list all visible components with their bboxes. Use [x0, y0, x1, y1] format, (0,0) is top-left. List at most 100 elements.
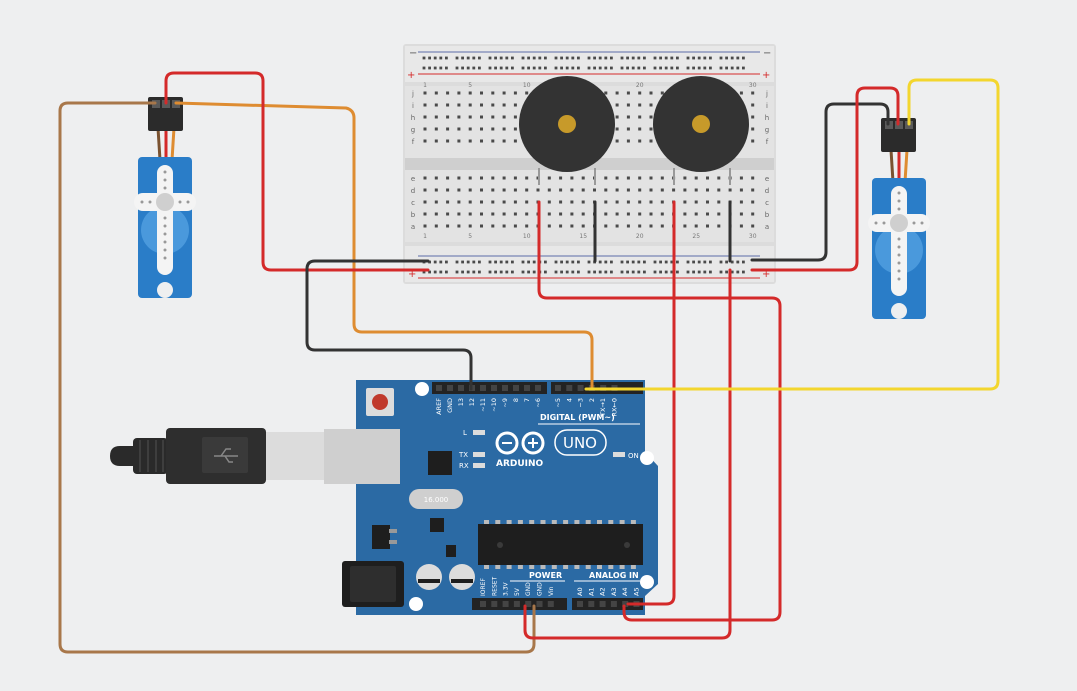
chip-pin	[517, 520, 523, 524]
digital-pin[interactable]	[447, 385, 453, 391]
breadboard-hole	[502, 212, 506, 216]
rail-minus-label-tl: −	[409, 48, 417, 59]
power-pin[interactable]	[502, 601, 509, 607]
digital-pin[interactable]	[513, 385, 519, 391]
wire-left-servo-signal[interactable]	[174, 101, 594, 391]
power-pin-label: Vin	[548, 586, 555, 596]
breadboard-hole	[694, 188, 698, 192]
analog-pin-label: A2	[599, 587, 607, 596]
rail-hole	[604, 66, 608, 70]
regulator-pin	[389, 540, 397, 544]
led-rx-label: RX	[459, 462, 469, 470]
rail-hole	[593, 56, 596, 60]
usb-chip	[428, 451, 452, 475]
digital-pin[interactable]	[535, 385, 541, 391]
digital-pin[interactable]	[502, 385, 508, 391]
servo-motor-left[interactable]	[134, 97, 196, 298]
power-pin[interactable]	[536, 601, 543, 607]
rail-hole	[676, 270, 679, 274]
analog-pin[interactable]	[622, 601, 629, 607]
digital-pin[interactable]	[566, 385, 573, 391]
rail-hole	[422, 270, 426, 274]
breadboard-hole	[480, 200, 483, 204]
breadboard-hole	[694, 224, 698, 228]
breadboard-row-letter: b	[765, 211, 770, 219]
rail-hole	[587, 56, 591, 60]
digital-pin-label: 12	[468, 398, 476, 406]
power-pin[interactable]	[525, 601, 532, 607]
rail-hole	[565, 56, 569, 60]
breadboard-hole	[717, 224, 721, 228]
chip-pin	[574, 565, 580, 569]
wire-buzzer2-to-arduino[interactable]	[626, 200, 676, 606]
rail-hole	[653, 270, 657, 274]
chip-pin	[608, 565, 614, 569]
breadboard-hole	[446, 115, 450, 119]
rail-hole	[472, 66, 476, 70]
chip-pin	[484, 520, 489, 524]
power-pin[interactable]	[513, 601, 520, 607]
wire-left-servo-power[interactable]	[164, 71, 430, 272]
rail-hole	[670, 270, 674, 274]
analog-pin[interactable]	[599, 601, 606, 607]
usb-b-port[interactable]	[324, 429, 400, 484]
rail-hole	[659, 260, 662, 264]
wire-right-servo-power[interactable]	[750, 86, 900, 272]
piezo-buzzer-1[interactable]	[519, 76, 615, 185]
breadboard-hole	[626, 127, 630, 131]
wire-right-servo-signal[interactable]	[584, 78, 1000, 391]
rail-hole	[544, 260, 547, 264]
rail-hole	[676, 56, 679, 60]
reset-button-cap[interactable]	[372, 394, 388, 410]
power-pin[interactable]	[480, 601, 486, 607]
analog-pin[interactable]	[577, 601, 583, 607]
wire-5v-to-breadboard[interactable]	[523, 268, 732, 640]
breadboard-hole	[638, 200, 642, 204]
rail-hole	[428, 66, 431, 70]
digital-pin[interactable]	[491, 385, 497, 391]
rail-hole	[433, 270, 437, 274]
breadboard-hole	[739, 212, 743, 216]
wire-buzzer1-to-arduino[interactable]	[537, 200, 782, 622]
wire-right-servo-ground[interactable]	[750, 102, 890, 262]
digital-pin[interactable]	[577, 385, 584, 391]
rail-hole	[593, 66, 596, 70]
chip-pin	[551, 565, 557, 569]
analog-pin[interactable]	[588, 601, 595, 607]
breadboard-hole	[615, 200, 619, 204]
piezo-buzzer-2[interactable]	[653, 76, 749, 185]
wire-breadboard-ground-to-arduino[interactable]	[305, 259, 473, 391]
digital-pin[interactable]	[458, 385, 464, 391]
rail-hole	[610, 270, 613, 274]
led-on	[613, 452, 625, 457]
digital-pin[interactable]	[436, 385, 442, 391]
digital-pin[interactable]	[555, 385, 561, 391]
analog-pin[interactable]	[610, 601, 617, 607]
power-analog-headers[interactable]	[472, 598, 643, 610]
wires[interactable]	[58, 71, 1000, 654]
breadboard-hole	[559, 212, 563, 216]
breadboard-column-number: 1	[423, 233, 427, 240]
chip-pin	[551, 520, 557, 524]
rail-hole	[554, 270, 558, 274]
breadboard-row-letter: a	[765, 223, 769, 231]
breadboard-column-number: 20	[636, 82, 644, 89]
power-pin[interactable]	[547, 601, 554, 607]
digital-pin[interactable]	[524, 385, 530, 391]
servo-motor-right[interactable]	[868, 118, 930, 319]
usb-cable[interactable]	[110, 428, 324, 484]
digital-pin[interactable]	[480, 385, 486, 391]
capacitor	[449, 564, 475, 590]
breadboard-hole	[491, 115, 495, 119]
rail-hole	[499, 270, 503, 274]
breadboard-hole	[615, 115, 619, 119]
rail-hole	[461, 270, 464, 274]
rail-hole	[697, 66, 701, 70]
analog-pin-label: A5	[633, 587, 641, 596]
wire-left-servo-ground[interactable]	[58, 101, 536, 654]
servo-left-mount-hole	[157, 282, 173, 298]
power-pin[interactable]	[491, 601, 498, 607]
rail-hole	[554, 66, 558, 70]
